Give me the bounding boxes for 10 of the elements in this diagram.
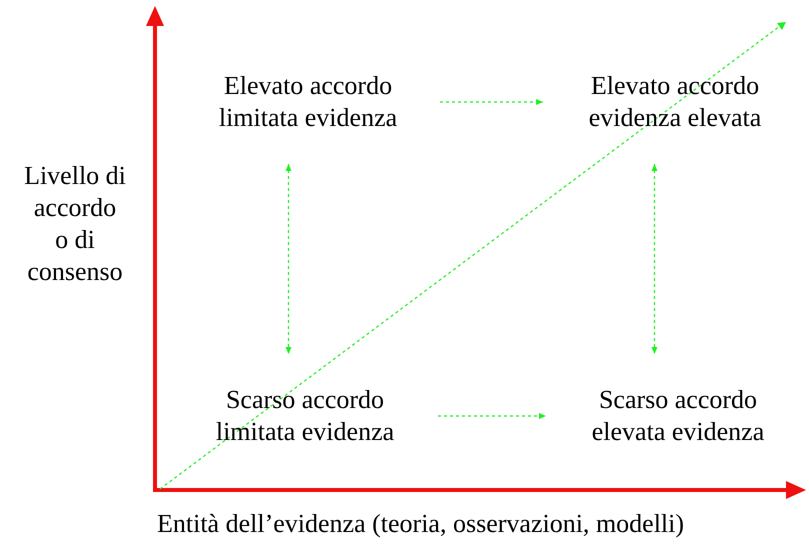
y-axis-label: Livello di accordo o di consenso <box>23 160 127 288</box>
node-text: Elevato accordo evidenza elevata <box>588 70 762 134</box>
dashed-arrow <box>286 164 292 354</box>
dashed-arrow <box>440 99 543 105</box>
node-text: Elevato accordo limitata evidenza <box>218 70 398 134</box>
dashed-arrow <box>438 413 546 419</box>
dashed-arrow <box>652 164 658 354</box>
node-text: Scarso accordo elevata evidenza <box>590 384 766 448</box>
x-axis-label: Entità dell’evidenza (teoria, osservazioni, modelli) <box>157 508 686 540</box>
node-text: Scarso accordo limitata evidenza <box>214 384 396 448</box>
